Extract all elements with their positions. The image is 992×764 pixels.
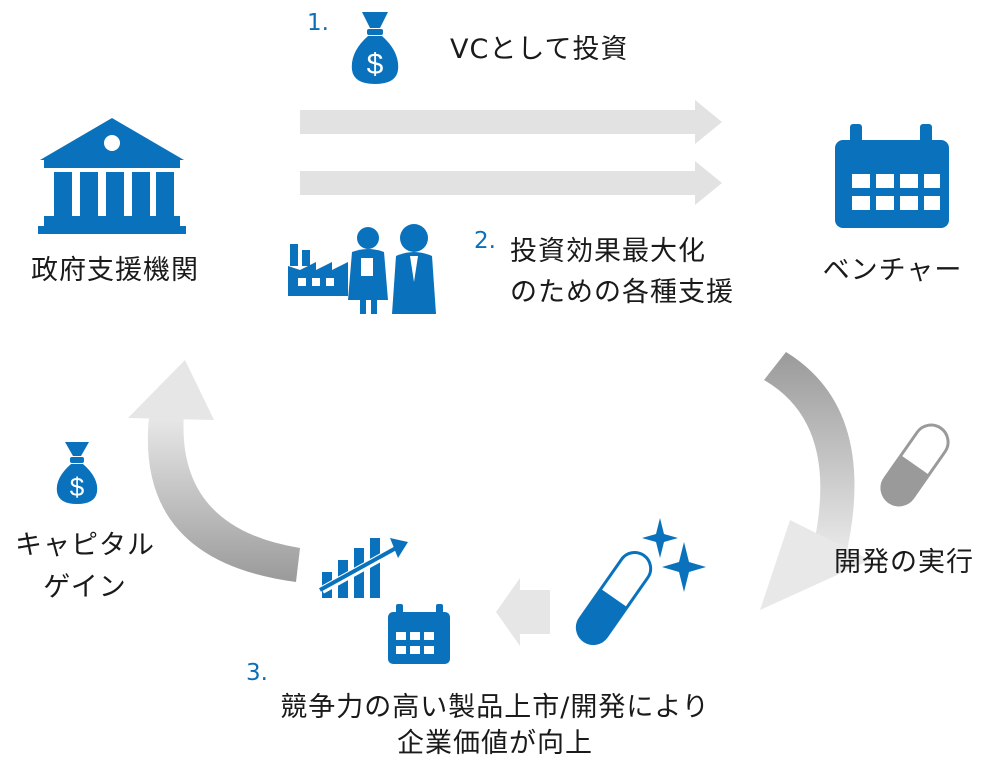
support-arrow-bottom [300,161,722,205]
step1-label: VCとして投資 [450,34,629,65]
development-curve-arrow [760,352,870,610]
government-label: 政府支援機関 [31,255,199,286]
investment-arrow-top [300,100,722,144]
svg-text:$: $ [367,48,384,81]
money-bag-icon: $ [56,442,98,504]
step2-label-line1: 投資効果最大化 [510,236,706,267]
step2-number: 2. [474,228,496,254]
capital-gain-label-line1: キャピタル [15,530,155,561]
capital-gain-curve-arrow [128,360,300,582]
step2-label-line2: のための各種支援 [510,277,734,308]
development-label: 開発の実行 [834,547,974,578]
growth-chart-icon [319,538,408,598]
factory-and-people-icon [288,224,436,314]
result-arrow-left [496,578,550,646]
money-bag-icon: $ [351,12,399,84]
capsule-icon [880,423,950,507]
step1-number: 1. [307,10,329,36]
sparkling-capsule-icon [575,518,706,645]
step3-label-line2: 企業価値が向上 [397,728,593,759]
calendar-icon [835,124,949,228]
svg-text:$: $ [70,472,85,502]
bank-building-icon [38,118,186,234]
capital-gain-label-line2: ゲイン [43,572,127,603]
step3-label-line1: 競争力の高い製品上市/開発により [280,692,710,723]
calendar-icon [388,604,450,664]
venture-label: ベンチャー [822,255,963,286]
step3-number: 3. [246,660,268,686]
